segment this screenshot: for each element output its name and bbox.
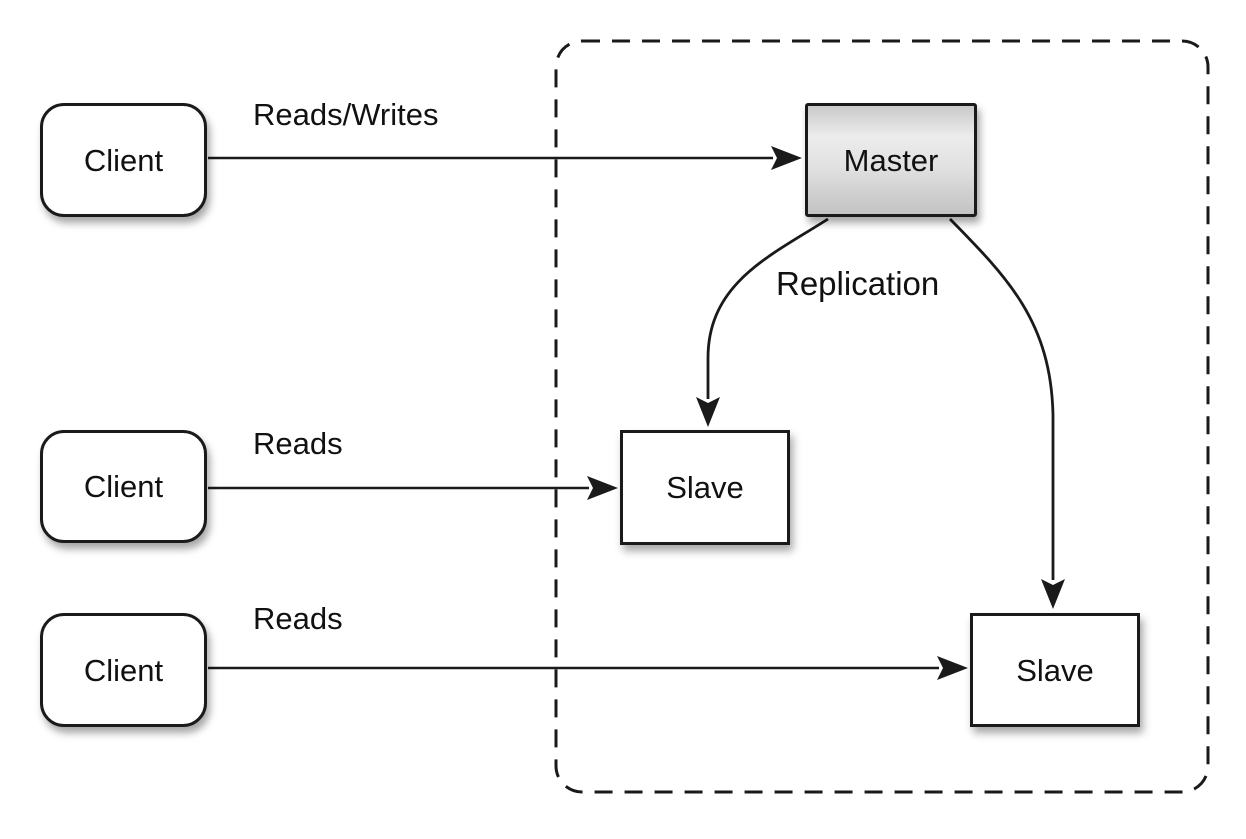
node-client-2-label: Client (83, 469, 164, 504)
node-master-label: Master (843, 142, 939, 178)
edge-label-replication: Replication (776, 265, 940, 302)
node-slave-2: Slave (970, 613, 1140, 727)
edge-label-reads-2: Reads (253, 601, 343, 636)
replication-cluster-border (554, 39, 1210, 794)
node-master: Master (805, 103, 977, 217)
edge-client2-slave1 (208, 476, 618, 500)
edge-label-reads-1: Reads (253, 426, 343, 461)
edge-master-slave1 (696, 217, 829, 427)
node-client-1: Client (40, 103, 207, 217)
node-client-2: Client (40, 430, 207, 543)
arrowhead-icon (1041, 579, 1065, 609)
node-slave-1-label: Slave (666, 470, 744, 505)
edge-label-reads-writes: Reads/Writes (253, 97, 439, 132)
arrowhead-icon (587, 476, 618, 500)
node-client-3: Client (40, 613, 207, 727)
edge-client3-slave2 (208, 656, 968, 680)
arrowhead-icon (696, 397, 720, 427)
node-slave-2-label: Slave (1016, 652, 1094, 688)
edge-master-slave2 (949, 218, 1065, 609)
node-client-1-label: Client (83, 142, 164, 178)
node-slave-1: Slave (620, 430, 790, 545)
arrowhead-icon (937, 656, 968, 680)
node-client-3-label: Client (83, 652, 164, 688)
edge-client1-master (208, 146, 802, 170)
arrowhead-icon (771, 146, 802, 170)
